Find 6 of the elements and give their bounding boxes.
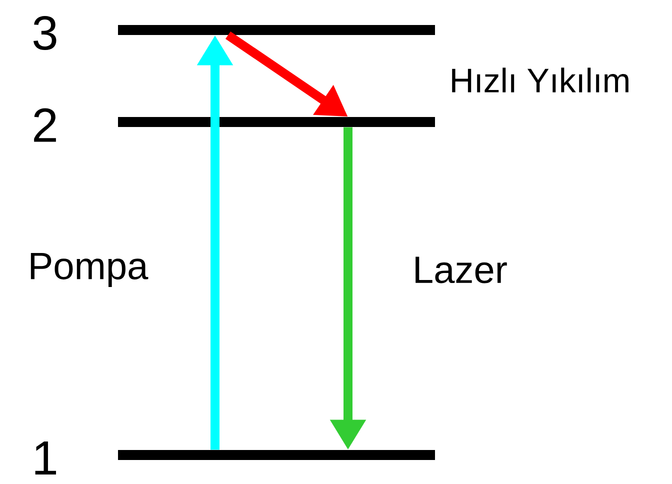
edge-label: Lazer — [416, 256, 507, 284]
edge-label: Hızlı Yıkılım — [452, 68, 628, 92]
level-number: 2 — [34, 108, 56, 142]
level-number: 1 — [35, 441, 56, 474]
edge-label: Pompa — [30, 252, 148, 287]
level-number: 3 — [34, 16, 56, 50]
